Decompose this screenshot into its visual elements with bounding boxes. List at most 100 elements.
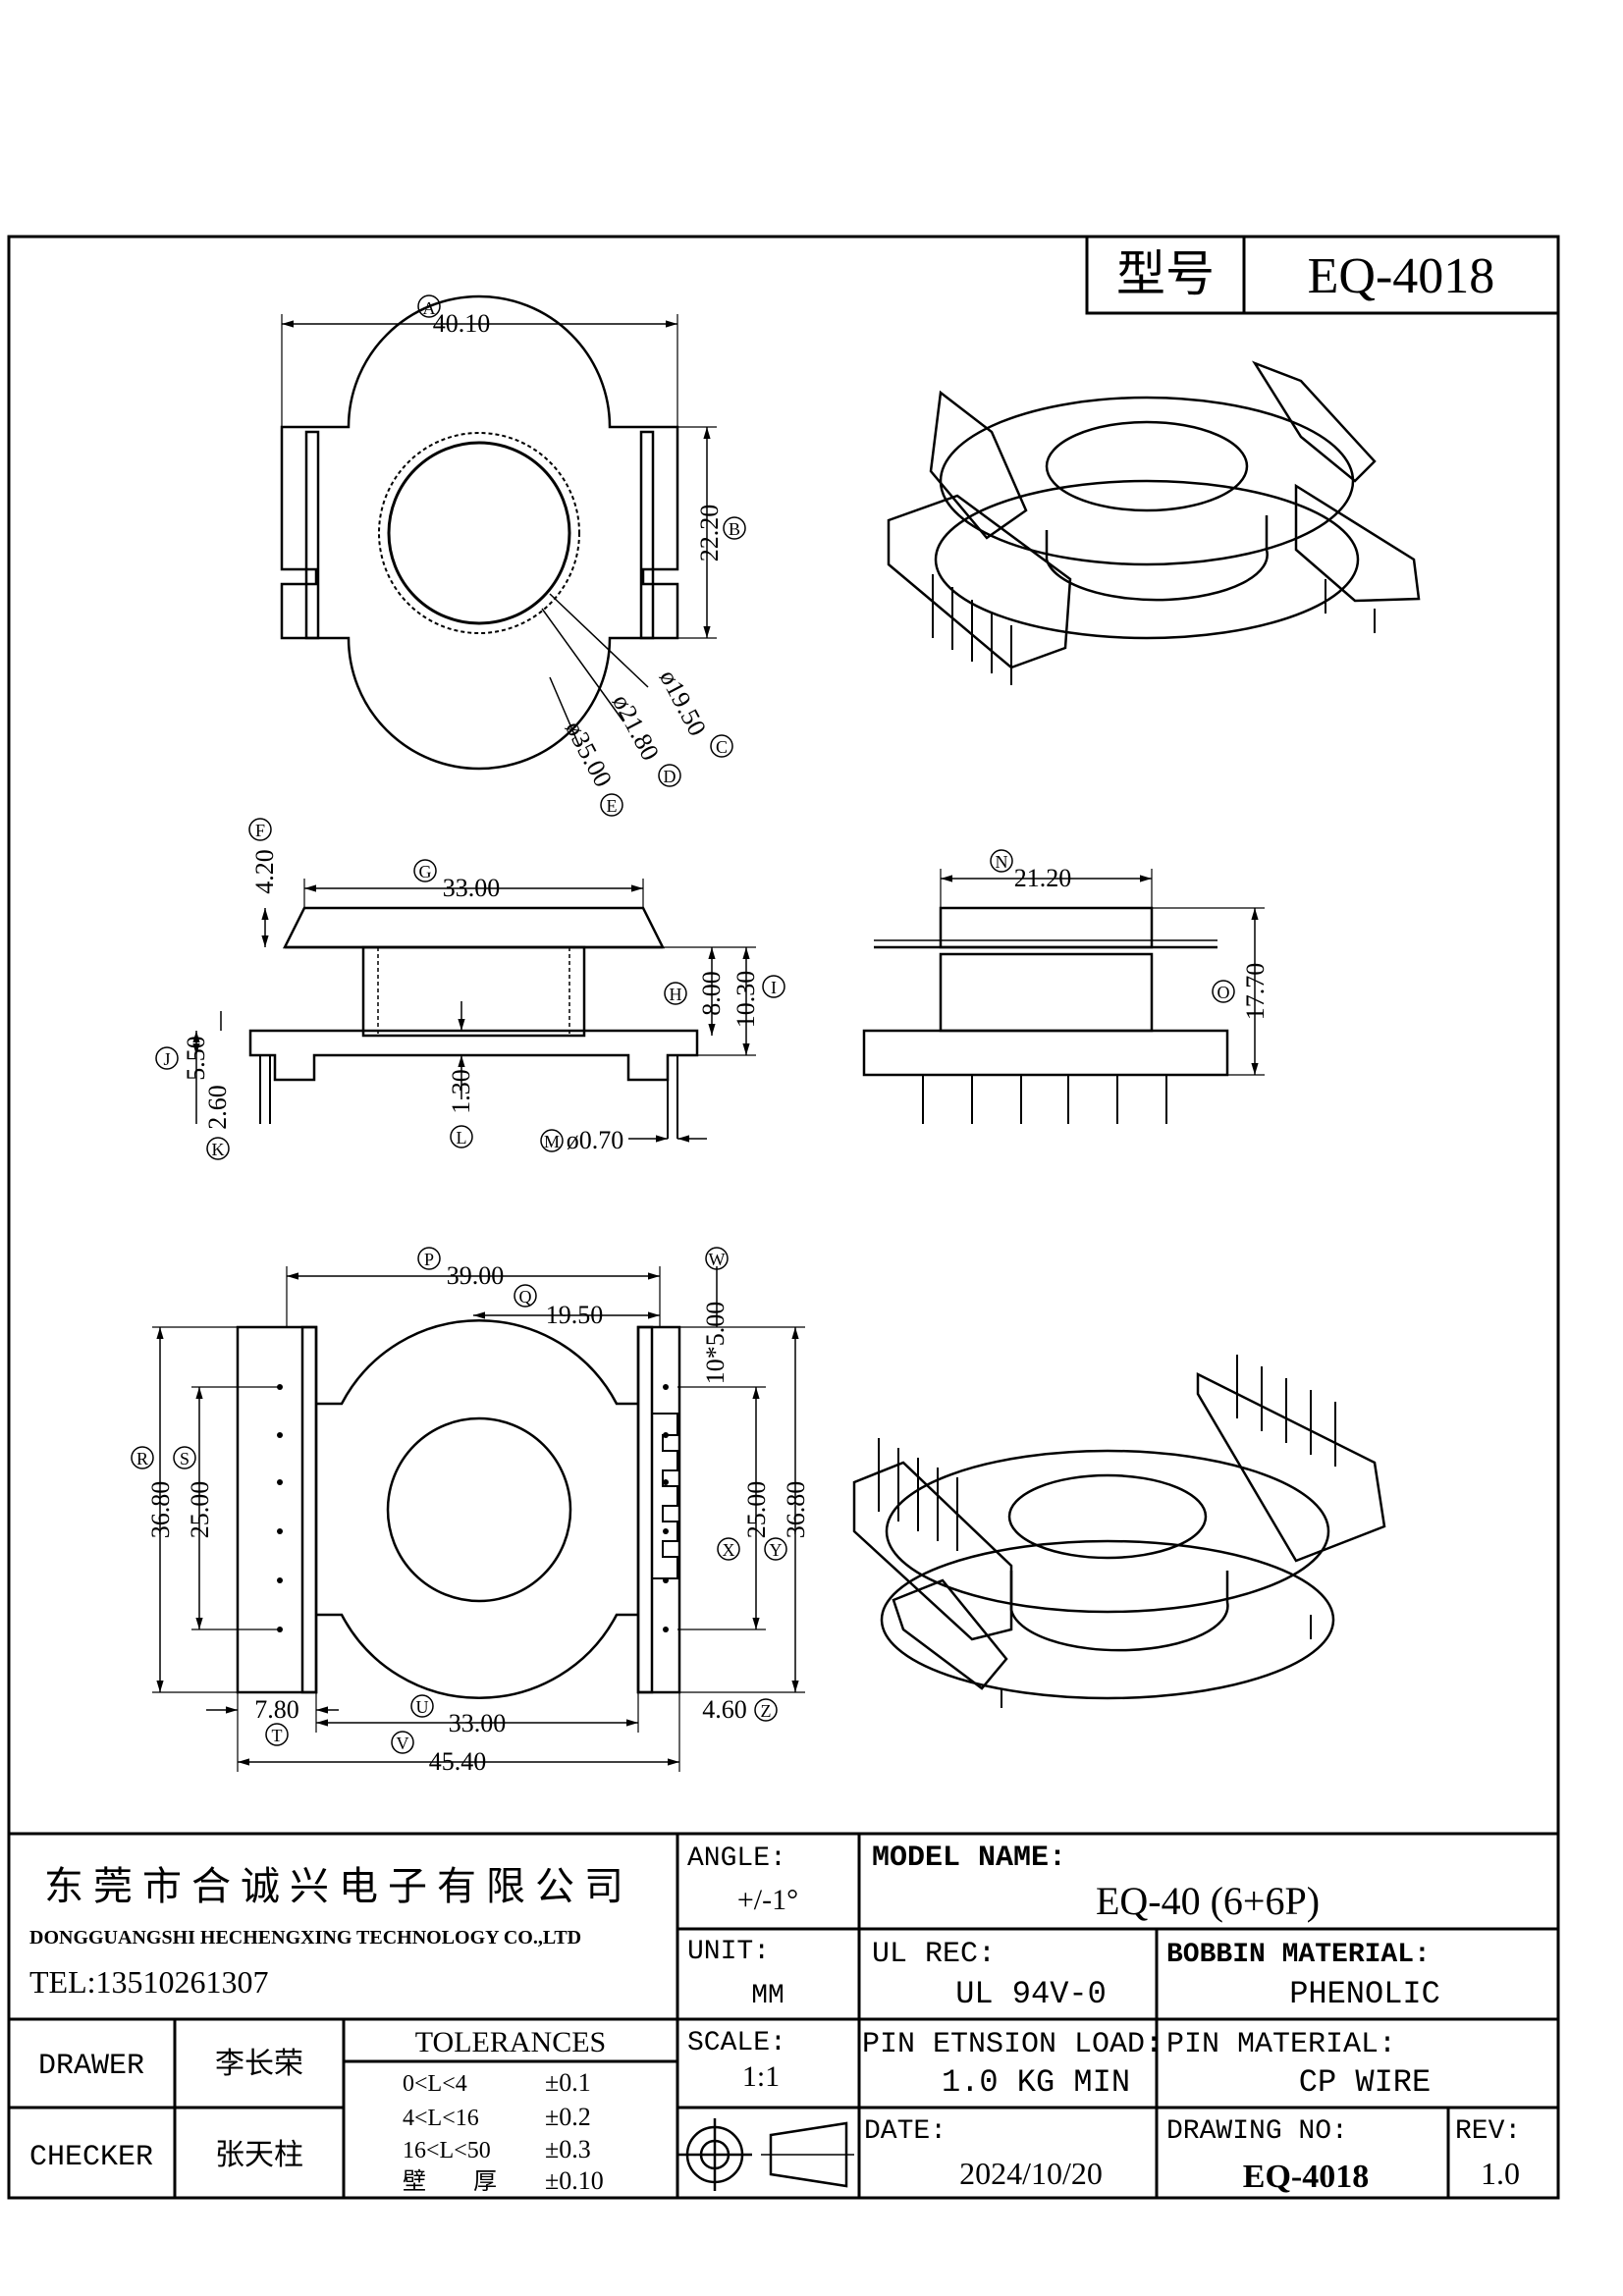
dim-letter-q: Q bbox=[519, 1287, 532, 1307]
ul-value: UL 94V-0 bbox=[955, 1976, 1107, 2012]
dim-v: 45.40 bbox=[429, 1747, 487, 1776]
dim-letter-s: S bbox=[180, 1449, 189, 1468]
dim-letter-y: Y bbox=[770, 1540, 783, 1560]
model-name-label: MODEL NAME: bbox=[872, 1842, 1066, 1875]
tol-range-4: 壁 厚 bbox=[403, 2168, 497, 2195]
dim-letter-f: F bbox=[255, 821, 265, 840]
dim-letter-c: C bbox=[716, 737, 728, 757]
scale-label: SCALE: bbox=[687, 2028, 786, 2058]
dim-t: 7.80 bbox=[254, 1695, 299, 1724]
dim-u: 33.00 bbox=[449, 1709, 507, 1737]
dim-j: 5.50 bbox=[182, 1036, 210, 1081]
unit-label: UNIT: bbox=[687, 1937, 770, 1967]
dim-letter-o: O bbox=[1217, 983, 1230, 1002]
dim-letter-u: U bbox=[416, 1697, 429, 1717]
title-block bbox=[9, 1832, 1558, 2198]
dim-letter-i: I bbox=[771, 978, 777, 997]
drawing-no-value: EQ-4018 bbox=[1243, 2159, 1369, 2195]
bobbin-value: PHENOLIC bbox=[1289, 1976, 1440, 2012]
dim-letter-z: Z bbox=[761, 1701, 772, 1721]
dim-letter-t: T bbox=[272, 1726, 283, 1745]
date-label: DATE: bbox=[864, 2116, 947, 2147]
dim-s: 25.00 bbox=[186, 1481, 214, 1539]
dim-letter-n: N bbox=[996, 852, 1008, 872]
tol-value-2: ±0.2 bbox=[545, 2103, 591, 2131]
front-view-dims: N 21.20 O 17.70 bbox=[990, 849, 1270, 1020]
dim-letter-g: G bbox=[419, 862, 432, 881]
model-label: 型号 bbox=[1116, 246, 1215, 301]
pin-load-label: PIN ETNSION LOAD: bbox=[862, 2028, 1163, 2061]
model-name-value: EQ-40 (6+6P) bbox=[1096, 1879, 1320, 1923]
dim-letter-l: L bbox=[457, 1128, 467, 1148]
tol-range-1: 0<L<4 bbox=[403, 2071, 467, 2097]
dim-letter-d: D bbox=[664, 767, 676, 786]
rev-value: 1.0 bbox=[1481, 2156, 1520, 2191]
drawer-label: DRAWER bbox=[38, 2050, 144, 2083]
tol-value-4: ±0.10 bbox=[545, 2166, 604, 2195]
dim-h: 8.00 bbox=[697, 971, 726, 1016]
dim-letter-k: K bbox=[212, 1140, 225, 1159]
company-tel: TEL:13510261307 bbox=[29, 1964, 269, 2000]
bottom-view bbox=[152, 1266, 805, 1772]
dim-q: 19.50 bbox=[546, 1301, 604, 1329]
dim-i: 10.30 bbox=[731, 971, 760, 1029]
dim-c: ø19.50 bbox=[654, 666, 712, 741]
title-block-text: 东 莞 市 合 诚 兴 电 子 有 限 公 司 DONGGUANGSHI HEC… bbox=[29, 1842, 1521, 2195]
dim-letter-w: W bbox=[709, 1250, 726, 1269]
tol-value-3: ±0.3 bbox=[545, 2135, 591, 2163]
angle-label: ANGLE: bbox=[687, 1843, 786, 1874]
dim-f: 4.20 bbox=[250, 849, 279, 894]
checker-value: 张天柱 bbox=[215, 2139, 303, 2171]
dim-letter-h: H bbox=[670, 985, 682, 1004]
dim-n: 21.20 bbox=[1014, 864, 1072, 892]
dim-z: 4.60 bbox=[702, 1695, 747, 1724]
dim-p: 39.00 bbox=[447, 1261, 505, 1290]
top-view-dims: A 40.10 B 22.20 ø19.50 C ø21.80 D ø35.00… bbox=[417, 294, 746, 817]
pin-material-label: PIN MATERIAL: bbox=[1166, 2028, 1396, 2061]
dim-letter-m: M bbox=[544, 1132, 560, 1151]
tol-range-3: 16<L<50 bbox=[403, 2138, 491, 2163]
angle-value: +/-1° bbox=[737, 1884, 798, 1916]
dim-a: 40.10 bbox=[433, 309, 491, 338]
dim-g: 33.00 bbox=[443, 874, 501, 902]
company-cn: 东 莞 市 合 诚 兴 电 子 有 限 公 司 bbox=[44, 1864, 623, 1908]
iso-view-bottom bbox=[852, 1355, 1386, 1708]
tolerances-title: TOLERANCES bbox=[415, 2026, 606, 2058]
tol-range-2: 4<L<16 bbox=[403, 2106, 479, 2131]
rev-label: REV: bbox=[1455, 2116, 1521, 2147]
checker-label: CHECKER bbox=[29, 2141, 153, 2174]
dim-letter-r: R bbox=[136, 1449, 148, 1468]
dim-r: 36.80 bbox=[146, 1481, 175, 1539]
ul-label: UL REC: bbox=[872, 1938, 996, 1971]
date-value: 2024/10/20 bbox=[959, 2156, 1103, 2191]
projection-symbol-icon bbox=[677, 2118, 854, 2191]
dim-letter-p: P bbox=[424, 1250, 434, 1269]
company-en: DONGGUANGSHI HECHENGXING TECHNOLOGY CO.,… bbox=[29, 1927, 581, 1949]
dim-letter-x: X bbox=[723, 1540, 735, 1560]
iso-view-top bbox=[887, 360, 1421, 685]
front-view bbox=[862, 869, 1265, 1124]
drawing-no-label: DRAWING NO: bbox=[1166, 2116, 1348, 2147]
dim-m: ø0.70 bbox=[567, 1126, 624, 1154]
dim-letter-v: V bbox=[397, 1734, 409, 1753]
side-view-dims: F 4.20 G 33.00 H 8.00 10.30 I J 5.50 2.6… bbox=[155, 818, 785, 1160]
dim-letter-b: B bbox=[729, 519, 740, 539]
dim-d: ø21.80 bbox=[607, 690, 665, 766]
top-view bbox=[280, 294, 717, 771]
dim-y: 36.80 bbox=[782, 1481, 810, 1539]
bobbin-label: BOBBIN MATERIAL: bbox=[1166, 1940, 1431, 1970]
bottom-view-dims: P 39.00 Q 19.50 W 10*5.00 R 36.80 S 25.0… bbox=[131, 1247, 810, 1776]
sheet-border bbox=[7, 235, 1560, 2200]
dim-w: 10*5.00 bbox=[701, 1302, 730, 1385]
drawer-value: 李长荣 bbox=[215, 2048, 303, 2080]
dim-e: ø35.00 bbox=[560, 717, 618, 792]
dim-letter-j: J bbox=[163, 1049, 170, 1069]
dim-letter-a: A bbox=[423, 298, 436, 318]
unit-value: MM bbox=[751, 1981, 784, 2011]
dim-letter-e: E bbox=[607, 796, 618, 816]
dim-k: 2.60 bbox=[203, 1085, 232, 1130]
model-header: 型号 EQ-4018 bbox=[1085, 235, 1560, 315]
pin-load-value: 1.0 KG MIN bbox=[942, 2064, 1130, 2101]
scale-value: 1:1 bbox=[742, 2060, 780, 2093]
